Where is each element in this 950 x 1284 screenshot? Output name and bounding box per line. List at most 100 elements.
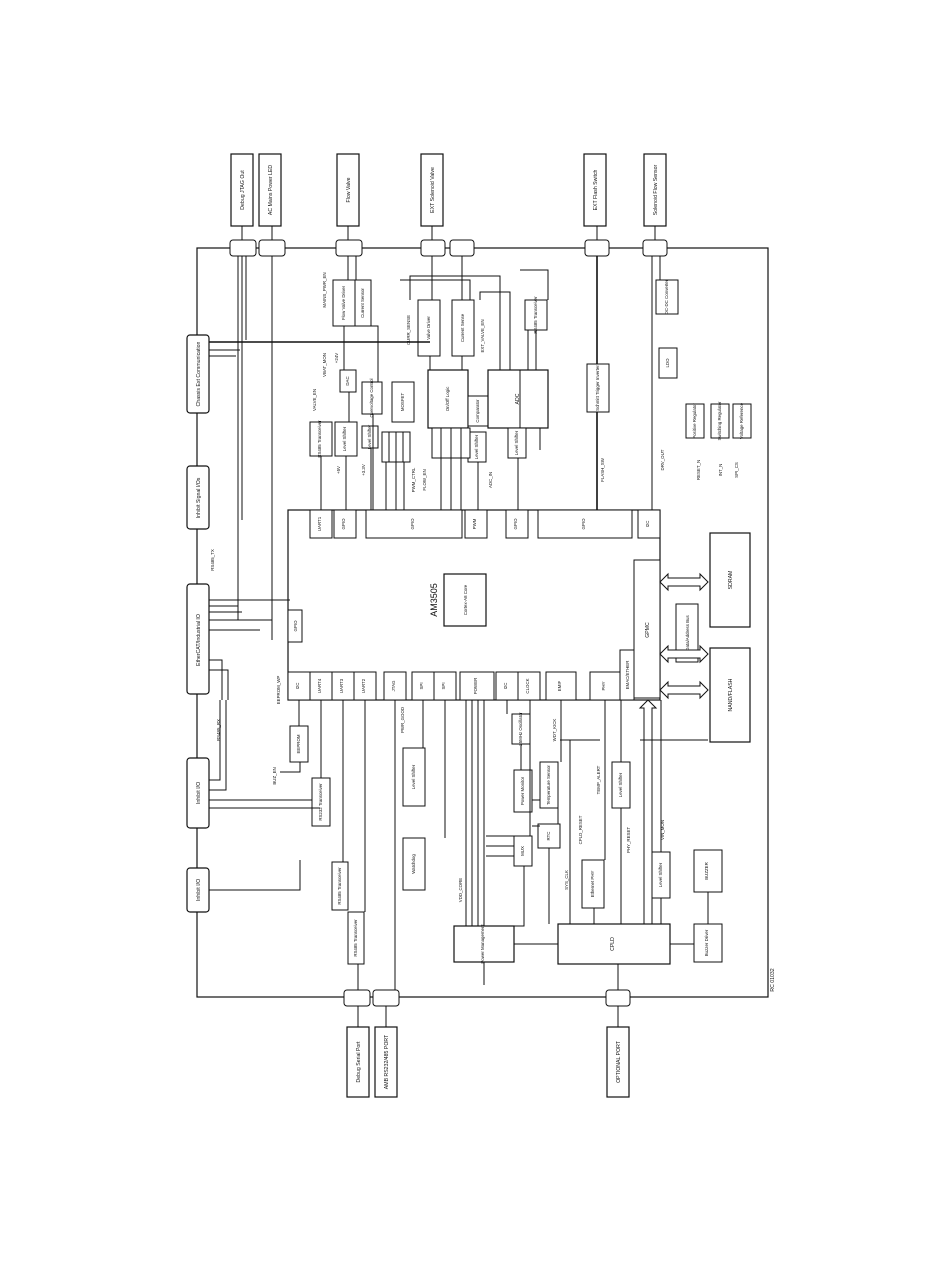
- ext-debug-jtag-label: Debug JTAG Out: [240, 170, 246, 210]
- ext-debug-jtag: Debug JTAG Out: [230, 153, 254, 227]
- blk-overvoltage-label: Overvoltage Control: [369, 378, 374, 417]
- blk-level-shifter-1-label: Level Shifter: [342, 426, 347, 451]
- blk-power-mon-label: Power Monitor: [520, 776, 525, 805]
- mem-bus-box: Data/Address Bus: [675, 603, 699, 663]
- blk-level-shifter-4-label: Level Shifter: [618, 772, 623, 797]
- top-ext-wires: [241, 226, 656, 240]
- blk-mux: MUX: [513, 835, 533, 867]
- soc-port-top-5: GPIO: [513, 518, 518, 530]
- sig-s22: VDD_CORE: [458, 878, 463, 902]
- blk-comparator: Comparator: [467, 395, 489, 427]
- blk-level-shifter-5: Level Shifter: [467, 431, 487, 463]
- soc-port-bot-10: CLOCK: [525, 678, 530, 693]
- sig-s16: SPI_CS: [734, 462, 739, 478]
- conn-inhibit-io: Inhibit I/O: [186, 757, 210, 829]
- blk-cpld-label: CPLD: [610, 937, 616, 951]
- blk-current-sense-2: Current Sense: [451, 299, 475, 357]
- sig-s12: FLASH_SW: [600, 457, 605, 482]
- ext-status: AC Mains Power LED: [258, 153, 282, 227]
- sig-s3: +24V: [334, 353, 339, 363]
- ext-flash-label: EXT Flash Switch: [593, 169, 599, 210]
- sig-s17: RS485_TX: [210, 549, 215, 571]
- blk-eeprom: EEPROM: [289, 725, 309, 763]
- conn-inhibit-signal: Inhibit Signal I/Os: [186, 465, 210, 530]
- mem-sdram-label: SDRAM: [728, 571, 734, 590]
- mem-sdram: SDRAM: [709, 532, 751, 628]
- blk-eeprom-label: EEPROM: [296, 734, 301, 753]
- soc-gpmc: GPMC: [645, 622, 651, 638]
- sig-s7: CURR_SENSE: [406, 315, 411, 345]
- sig-s15: INT_N: [718, 464, 723, 477]
- soc-port-bot-5: JTAG: [391, 680, 396, 691]
- soc-port-bot-1: I2C: [295, 683, 300, 690]
- blk-rs485-3-label: RS485 Transceiver: [337, 867, 342, 905]
- blk-switching-reg-label: Switching Regulator: [717, 401, 722, 441]
- sig-s19: EEPROM_WP: [276, 676, 281, 705]
- blk-level-shifter-5-label: Level Shifter: [474, 434, 479, 459]
- soc-am3505: UART1 GPIO GPIO PWM GPIO GPIO I2C GPIO A…: [287, 509, 661, 701]
- blk-pos-reg-label: Positive Regulator: [692, 403, 697, 439]
- blk-on-off-logic: On/Off Logic: [427, 369, 469, 429]
- blk-level-shifter-6-label: Level Shifter: [658, 862, 663, 887]
- soc-port-top-4: PWM: [472, 518, 477, 529]
- conn-ext-comm-label: Chassis Ext Communication: [196, 341, 202, 406]
- blk-ldo: LDO: [658, 347, 678, 379]
- blk-dc-dc: DC-DC Converter: [655, 279, 679, 315]
- blk-buzzer: BUZZER: [693, 849, 723, 893]
- blk-rtc: RTC: [537, 823, 561, 849]
- bottom-connectors: [343, 989, 631, 1007]
- soc-port-bot-9: I2C: [503, 683, 508, 690]
- blk-adc: ADC: [487, 369, 549, 429]
- blk-level-shifter-2-label: Level Shifter: [514, 430, 519, 455]
- blk-level-shifter-4: Level Shifter: [611, 761, 631, 809]
- sig-s25: SYS_CLK: [564, 870, 569, 890]
- ext-opt-port-label: OPTIONAL PORT: [616, 1040, 622, 1083]
- sig-s11: ADC_IN: [488, 472, 493, 488]
- blk-flow-valve-driver: Flow Valve Driver: [332, 279, 356, 327]
- blk-comparator-label: Comparator: [475, 399, 480, 423]
- ext-amb-serial-label: AMB RS232/485 PORT: [384, 1034, 390, 1089]
- blk-buzzer-label: BUZZER: [704, 862, 709, 880]
- blk-schmitt-label: Schmitt Trigger Inverter: [595, 365, 600, 411]
- blk-cpld: CPLD: [557, 923, 671, 965]
- soc-port-bot-13: EMAC/ETHER: [625, 661, 630, 690]
- conn-inhibit-io-label: Inhibit I/O: [196, 782, 202, 804]
- sig-s1: MAINS_PWR_EN: [322, 272, 327, 307]
- conn-inhibit-io-2-label: Inhibit I/O: [196, 879, 202, 901]
- blk-eth-phy-label: Ethernet PHY: [590, 871, 595, 898]
- blk-rs485-2-label: RS485 Transceiver: [533, 296, 538, 334]
- blk-on-off-label: On/Off Logic: [445, 386, 450, 411]
- sig-s20: BUZ_EN: [272, 767, 277, 784]
- soc-port-top-2: GPIO: [341, 518, 346, 530]
- soc-port-top-1: UART1: [317, 516, 322, 531]
- soc-port-bot-7: SPI: [441, 682, 446, 689]
- conn-ext-comm: Chassis Ext Communication: [186, 334, 210, 414]
- soc-name: AM3505: [429, 583, 439, 617]
- blk-current-sensor-label: Current Sensor: [360, 288, 365, 318]
- signal-labels: MAINS_PWR_EN VBAT_MON +24V VALVE_EN +5V …: [210, 272, 739, 902]
- mem-nand: NAND/FLASH: [709, 647, 751, 743]
- ext-status-label: AC Mains Power LED: [268, 165, 274, 215]
- bottom-ext-wires: [357, 1006, 619, 1027]
- blk-schmitt: Schmitt Trigger Inverter: [586, 363, 610, 413]
- blk-pos-regulator: Positive Regulator: [685, 403, 705, 439]
- blk-eth-phy: Ethernet PHY: [581, 859, 605, 909]
- blk-watchdog: Watchdog: [402, 837, 426, 891]
- soc-port-bot-12: PHY: [601, 681, 606, 690]
- blk-rs485-4-label: RS485 Transceiver: [353, 919, 358, 957]
- blk-rs485-4: RS485 Transceiver: [347, 911, 365, 965]
- blk-mux-label: MUX: [520, 846, 525, 856]
- wires: [209, 256, 709, 990]
- blk-power-mgmt: Power Management: [453, 924, 515, 964]
- blk-level-multi-2: [431, 427, 471, 459]
- blk-temp-label: Temperature Sensor: [546, 765, 551, 805]
- soc-port-bot-3: UART3: [339, 678, 344, 693]
- ext-ext-valve: EXT Solenoid Valve: [420, 153, 444, 227]
- figure-id: RC 01032: [770, 968, 776, 991]
- conn-inhibit-io-2: Inhibit I/O: [186, 867, 210, 913]
- soc-port-top-3: GPIO: [410, 518, 415, 530]
- blk-rs485-1-label: RS485 Transceiver: [317, 420, 322, 458]
- soc-port-bot-6: SPI: [419, 682, 424, 689]
- sig-s2: VBAT_MON: [322, 353, 327, 377]
